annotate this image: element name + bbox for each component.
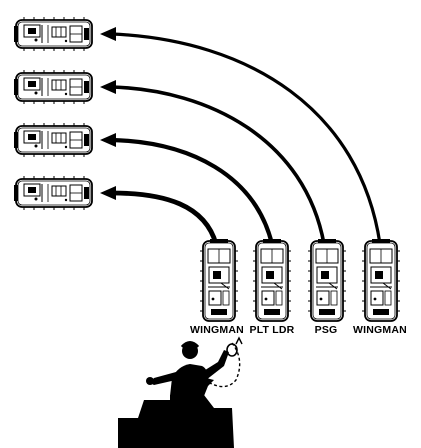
vehicle-plt-ldr <box>252 238 292 322</box>
label-psg: PSG <box>315 324 338 336</box>
label-wingman-right: WINGMAN <box>353 324 407 336</box>
vehicle-psg <box>307 238 347 322</box>
arm-signal-soldier-icon <box>118 336 243 448</box>
column-vehicle-1 <box>13 16 93 52</box>
vehicle-wingman-right <box>361 238 401 322</box>
column-vehicle-4 <box>13 175 93 211</box>
column-vehicle-3 <box>13 122 93 158</box>
column-vehicle-2 <box>13 69 93 105</box>
vehicle-wingman-left <box>199 238 239 322</box>
label-wingman-left: WINGMAN <box>190 324 244 336</box>
movement-arrows <box>100 27 382 247</box>
label-plt-ldr: PLT LDR <box>250 324 295 336</box>
